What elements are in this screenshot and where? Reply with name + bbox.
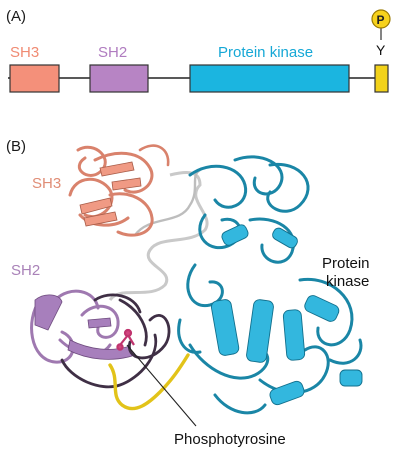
sh3-structure (68, 144, 170, 237)
interface-backbone (60, 293, 171, 389)
phosphotyrosine-sticks (116, 328, 135, 351)
panel-b-label: (B) (6, 138, 26, 155)
kinase-structure (177, 155, 363, 415)
linker-ribbon (108, 171, 209, 302)
sh2-domain-label: SH2 (98, 44, 127, 61)
phosphotyrosine-pointer (126, 344, 197, 427)
phosphate-badge-circle (371, 9, 391, 29)
sh2-structure-label: SH2 (11, 262, 40, 279)
sh3-beta-strands (79, 161, 142, 227)
kinase-domain-label: Protein kinase (218, 44, 313, 61)
tyrosine-residue-label: Y (376, 42, 386, 58)
phosphate-badge-label: P (377, 13, 385, 27)
kinase-domain-box (189, 64, 350, 93)
domain-bar-diagram: SH3 SH2 Protein kinase Y P (8, 9, 391, 93)
protein-structure-illustration: SH3 SH2 Protein kinase Phosphotyrosine (11, 144, 370, 448)
panel-a-label: (A) (6, 8, 26, 25)
sh3-structure-label: SH3 (32, 175, 61, 192)
kinase-structure-label-line1: Protein (322, 255, 370, 272)
kinase-structure-label-line2: kinase (326, 273, 369, 290)
c-terminal-tail (108, 353, 190, 411)
phosphotyrosine-label: Phosphotyrosine (174, 431, 286, 448)
kinase-helices (210, 224, 363, 406)
sh3-domain-label: SH3 (10, 44, 39, 61)
tail-box (374, 64, 389, 93)
sh2-domain-box (89, 64, 149, 93)
sh2-sheets (34, 294, 133, 360)
sh3-domain-box (9, 64, 60, 93)
